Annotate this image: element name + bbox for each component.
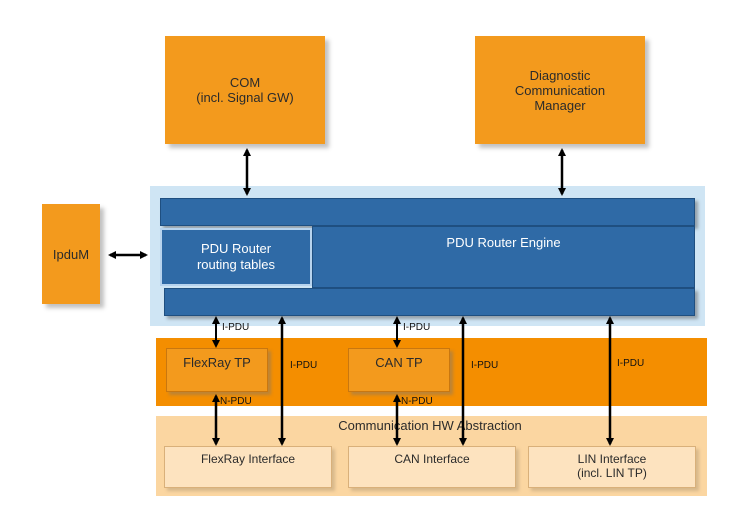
dcm-label-line2: Communication: [514, 82, 606, 98]
ipdu-label-can-if: I-PDU: [471, 360, 499, 371]
routing-tables-label-line1: PDU Router: [200, 241, 272, 256]
npdu-label-can: N-PDU: [401, 396, 433, 407]
can-tp-box: CAN TP: [348, 348, 450, 392]
pdu-router-engine: PDU Router Engine: [312, 226, 695, 288]
dcm-label-line3: Manager: [534, 97, 586, 113]
flexray-interface-box: FlexRay Interface: [164, 446, 332, 488]
ipdum-module: IpduM: [42, 204, 100, 304]
npdu-label-flexray: N-PDU: [220, 396, 252, 407]
ipdu-label-flexray-tp: I-PDU: [222, 322, 250, 333]
pdu-router-engine-label: PDU Router Engine: [446, 235, 561, 250]
lin-interface-sublabel: (incl. LIN TP): [577, 466, 647, 480]
dcm-module: Diagnostic Communication Manager: [475, 36, 645, 144]
lin-interface-label: LIN Interface: [577, 452, 647, 466]
flexray-tp-label: FlexRay TP: [183, 355, 251, 370]
can-tp-label: CAN TP: [375, 355, 423, 370]
ipdu-label-flexray-if: I-PDU: [290, 360, 318, 371]
hw-abstraction-title: Communication HW Abstraction: [338, 418, 522, 433]
ipdu-label-lin: I-PDU: [617, 358, 645, 369]
can-interface-label: CAN Interface: [394, 452, 470, 466]
pdu-router-bottom-bar: [164, 288, 695, 316]
can-interface-box: CAN Interface: [348, 446, 516, 488]
ipdu-label-can-tp: I-PDU: [403, 322, 431, 333]
lin-interface-box: LIN Interface (incl. LIN TP): [528, 446, 696, 488]
flexray-interface-label: FlexRay Interface: [200, 452, 296, 466]
pdu-router-routing-tables: PDU Router routing tables: [160, 228, 312, 286]
routing-tables-label-line2: routing tables: [196, 257, 276, 272]
ipdum-label: IpduM: [52, 246, 90, 262]
pdu-router-top-bar: [160, 198, 695, 226]
com-label: COM: [229, 75, 261, 90]
com-sublabel: (incl. Signal GW): [196, 90, 294, 105]
com-module: COM (incl. Signal GW): [165, 36, 325, 144]
flexray-tp-box: FlexRay TP: [166, 348, 268, 392]
dcm-label-line1: Diagnostic: [529, 67, 591, 83]
